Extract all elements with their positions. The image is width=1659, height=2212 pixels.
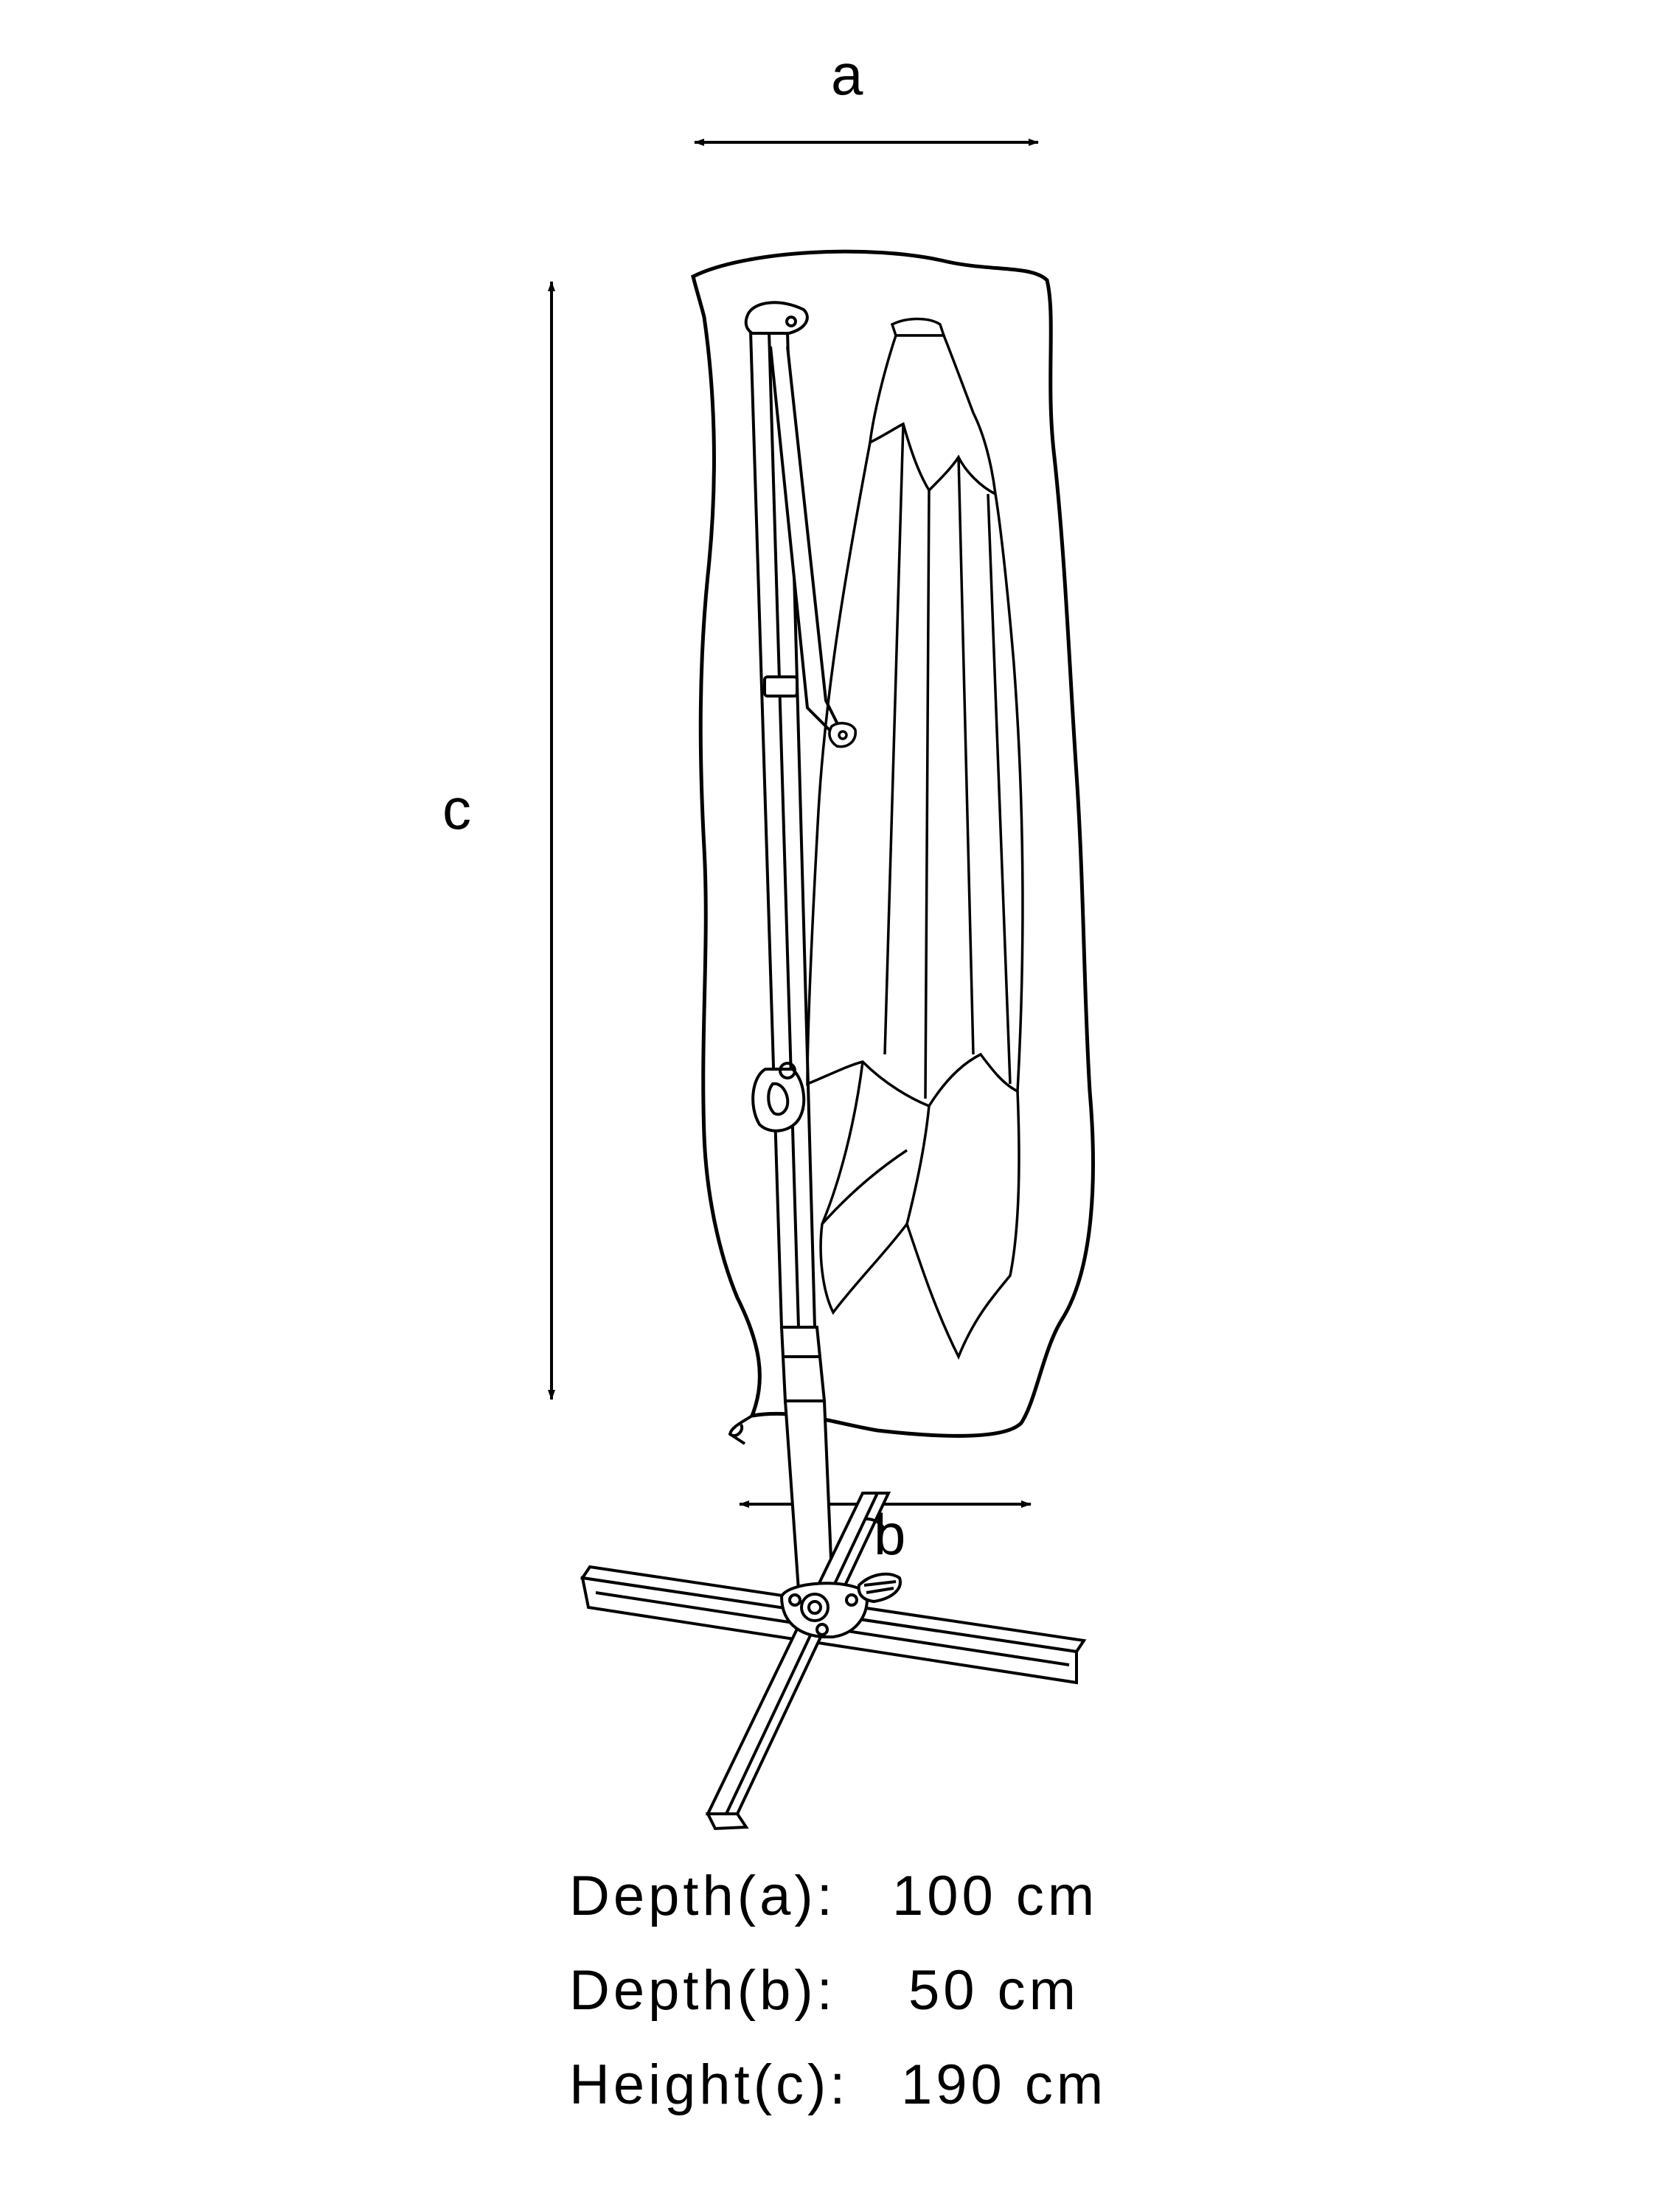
spec-value: 190 cm: [901, 2053, 1107, 2116]
cover-outline: [691, 249, 1095, 1438]
cross-base: [580, 1492, 1087, 1831]
spec-label: Height(c):: [569, 2053, 849, 2116]
spec-value: 50 cm: [908, 1959, 1079, 2022]
spec-value: 100 cm: [892, 1865, 1099, 1927]
spec-label: Depth(a):: [569, 1865, 836, 1927]
spec-label: Depth(b):: [569, 1959, 836, 2022]
dimension-label-a: a: [831, 42, 863, 107]
dimension-label-b: b: [874, 1502, 906, 1567]
dimension-label-c: c: [442, 776, 471, 841]
parasol-pole: [744, 301, 848, 1613]
folded-canopy: [806, 317, 1024, 1360]
drawstring: [728, 1414, 754, 1445]
